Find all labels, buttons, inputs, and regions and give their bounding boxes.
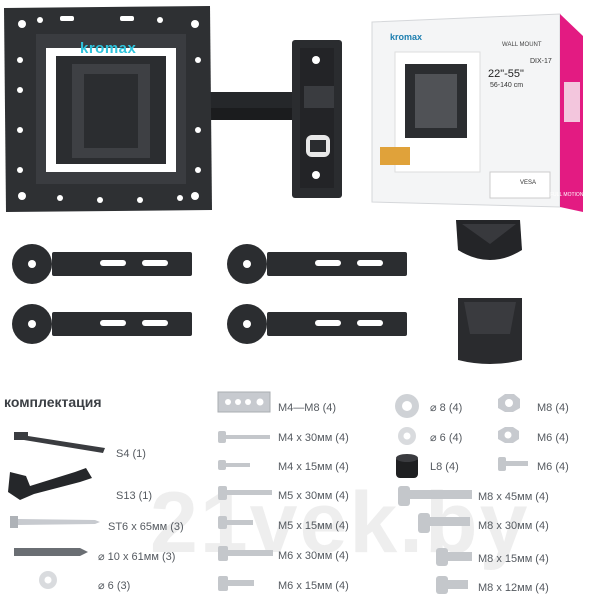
wall-mount: kromax [0, 0, 360, 225]
box-model: DIX-17 [530, 58, 552, 65]
label-hex-key: S4 (1) [116, 448, 146, 460]
label-screw-m4-30: M4 x 30мм (4) [278, 432, 349, 444]
label-screw-m6-30: M6 x 30мм (4) [278, 550, 349, 562]
label-screw-m8-15: M8 x 15мм (4) [478, 553, 549, 565]
label-screw-m4-15: M4 x 15мм (4) [278, 461, 349, 473]
label-wood-screw: ST6 x 65мм (3) [108, 521, 184, 533]
label-wall-anchor: ⌀ 10 x 61мм (3) [98, 551, 176, 563]
label-screw-m8-45: M8 x 45мм (4) [478, 491, 549, 503]
bracket-arms [10, 238, 420, 350]
label-screw-m8-12: M8 x 12мм (4) [478, 582, 549, 594]
label-nut-m6: M6 (4) [537, 432, 569, 444]
label-screw-m6-15: M6 x 15мм (4) [278, 580, 349, 592]
box-size-inch: 22"-55" [488, 68, 524, 80]
box-title: WALL MOUNT [502, 42, 542, 48]
mount-logo: kromax [80, 40, 137, 57]
box-badge: FULL MOTION [550, 192, 584, 198]
label-spacer-plate: M4—M8 (4) [278, 402, 337, 414]
box-size-cm: 56-140 cm [490, 82, 524, 89]
label-screw-m8-30: M8 x 30мм (4) [478, 520, 549, 532]
label-screw-m5-15: M5 x 15мм (4) [278, 520, 349, 532]
label-nut-m8: M8 (4) [537, 402, 569, 414]
product-box: kromax WALL MOUNT DIX-17 22"-55" 56-140 … [370, 12, 585, 217]
box-brand: kromax [390, 32, 423, 42]
hardware-drawings [0, 380, 589, 600]
kit-title: комплектация [4, 394, 102, 410]
label-washer-6: ⌀ 6 (4) [430, 432, 463, 444]
box-vesa: VESA [520, 180, 537, 186]
label-washer-8: ⌀ 8 (4) [430, 402, 463, 414]
label-spacer-l8: L8 (4) [430, 461, 459, 473]
label-wrench: S13 (1) [116, 490, 153, 502]
label-washer-small: ⌀ 6 (3) [98, 580, 131, 592]
label-screw-m5-30: M5 x 30мм (4) [278, 490, 349, 502]
label-bolt-m6: M6 (4) [537, 461, 569, 473]
bracket-caps [450, 210, 530, 370]
